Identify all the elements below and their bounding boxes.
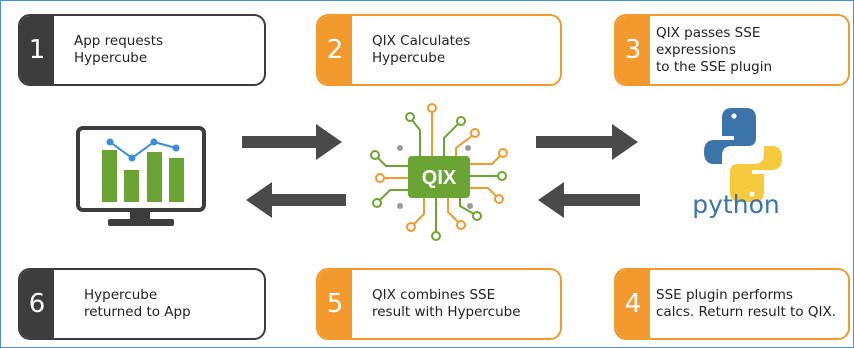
step-number: 6 xyxy=(20,270,54,338)
step-text: SSE plugin performs calcs. Return result… xyxy=(656,287,837,320)
step-text: QIX Calculates Hypercube xyxy=(372,33,471,66)
step-number: 2 xyxy=(318,16,352,84)
qix-chip-icon xyxy=(370,103,508,241)
qix-chip-label: QIX xyxy=(422,167,457,189)
step-number: 3 xyxy=(616,16,650,84)
arrow-qix-to-python xyxy=(536,124,638,160)
step-3-box: 3 QIX passes SSE expressions to the SSE … xyxy=(614,14,850,86)
monitor-chart-icon xyxy=(76,126,206,226)
arrow-qix-to-app xyxy=(246,182,346,218)
step-4-box: 4 SSE plugin performs calcs. Return resu… xyxy=(614,268,850,340)
step-number: 1 xyxy=(20,16,54,84)
step-text: QIX combines SSE result with Hypercube xyxy=(372,287,521,320)
step-text: QIX passes SSE expressions to the SSE pl… xyxy=(656,24,773,75)
step-number: 4 xyxy=(616,270,650,338)
arrow-app-to-qix xyxy=(242,124,342,160)
step-number: 5 xyxy=(318,270,352,338)
step-text: App requests Hypercube xyxy=(74,33,164,66)
step-5-box: 5 QIX combines SSE result with Hypercube xyxy=(316,268,562,340)
step-2-box: 2 QIX Calculates Hypercube xyxy=(316,14,562,86)
python-wordmark: python xyxy=(692,190,779,219)
step-1-box: 1 App requests Hypercube xyxy=(18,14,266,86)
step-6-box: 6 Hypercube returned to App xyxy=(18,268,266,340)
arrow-python-to-qix xyxy=(538,182,640,218)
step-text: Hypercube returned to App xyxy=(84,287,191,320)
python-logo-icon xyxy=(704,108,782,202)
